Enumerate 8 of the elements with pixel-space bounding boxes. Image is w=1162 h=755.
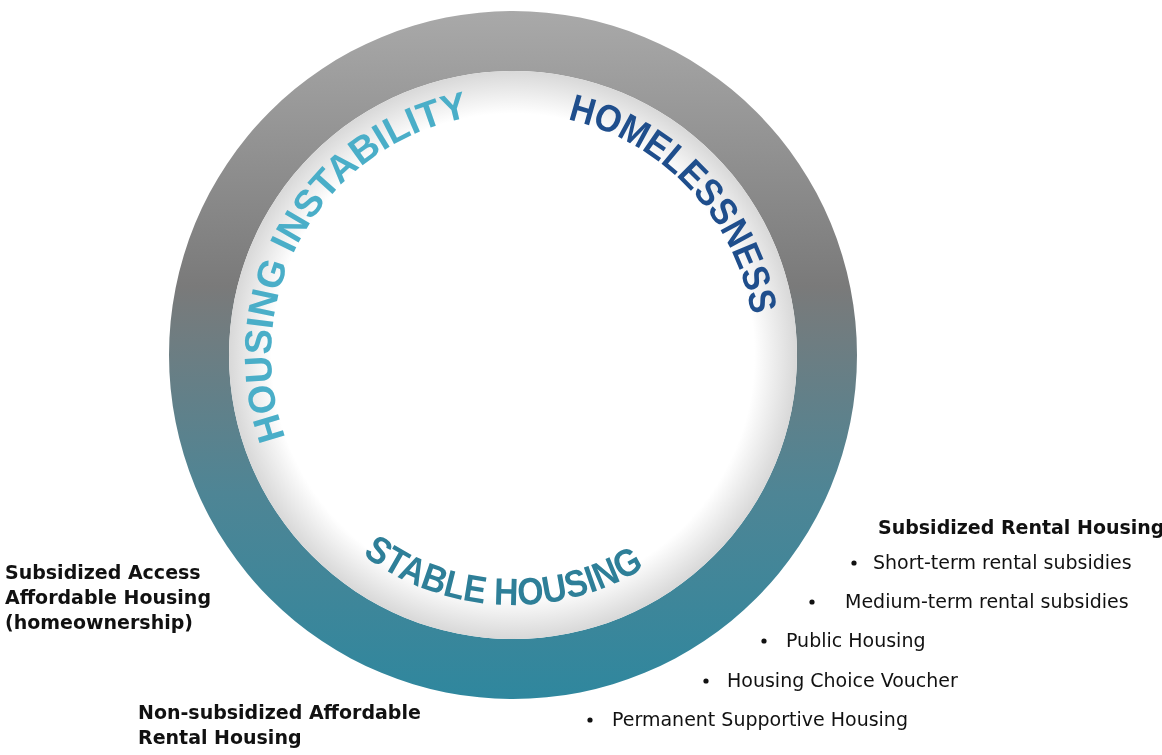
list-item-text: Housing Choice Voucher <box>727 668 958 693</box>
heading-text: Subsidized Access Affordable Housing (homeownership) <box>5 560 212 635</box>
list-item-text: Short-term rental subsidies <box>873 550 1132 575</box>
list-item-text: Public Housing <box>786 628 926 653</box>
heading-text: Subsidized Rental Housing <box>878 515 1162 540</box>
list-item-text: Medium-term rental subsidies <box>845 589 1129 614</box>
list-item-text: Permanent Supportive Housing <box>612 707 908 732</box>
heading-text: Non-subsidized Affordable Rental Housing <box>138 700 422 750</box>
